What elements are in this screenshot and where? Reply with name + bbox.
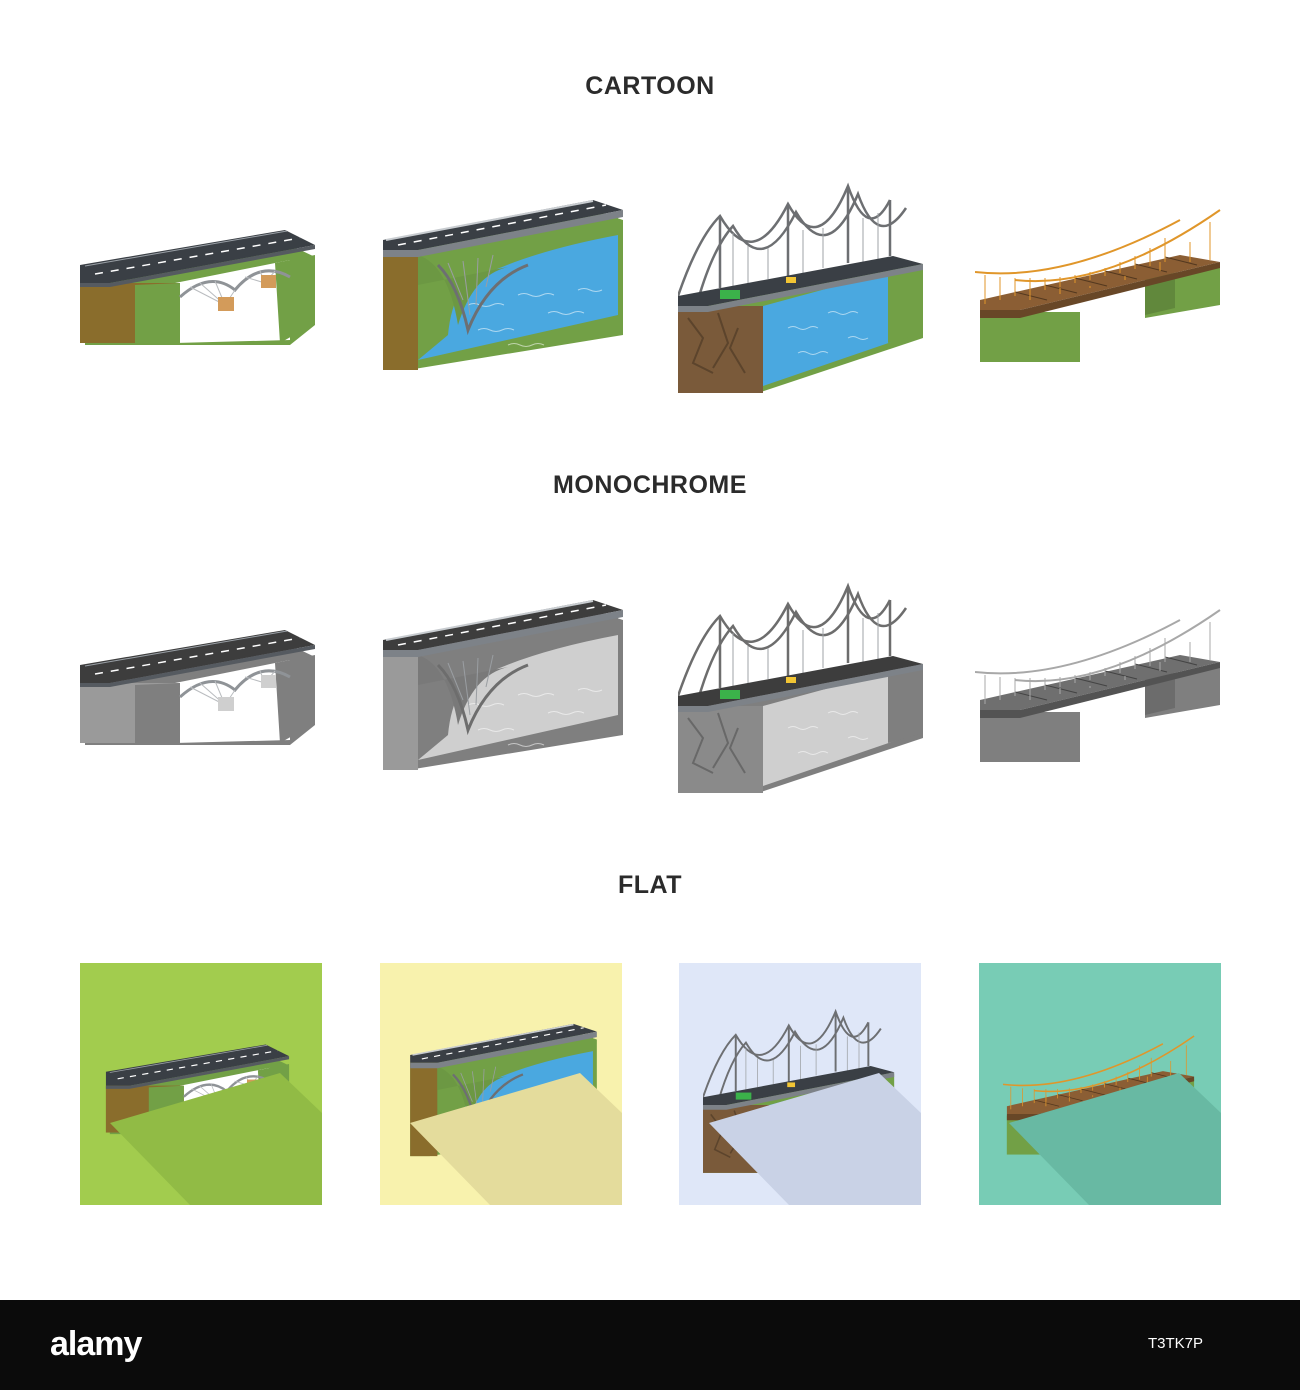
section-heading-cartoon: CARTOON (585, 72, 715, 100)
rope-drawing (975, 609, 1221, 762)
monochrome-rope-bridge-icon (975, 600, 1225, 770)
section-heading-flat: FLAT (617, 871, 682, 899)
flat-tile-suspension-bridge (679, 963, 921, 1205)
cartoon-suspension-bridge-icon (678, 178, 928, 398)
flat-tile-arch-bridge (80, 963, 322, 1205)
river-drawing (383, 600, 623, 770)
long-shadow (110, 1073, 322, 1205)
flat-tile-river-arch-bridge (380, 963, 622, 1205)
cartoon-arch-bridge-icon (75, 205, 320, 350)
long-shadow (410, 1073, 622, 1205)
long-shadow (1009, 1073, 1221, 1205)
monochrome-river-arch-bridge-icon (378, 595, 628, 775)
suspension-drawing (678, 582, 923, 793)
long-shadow (709, 1073, 921, 1205)
stock-image-id: T3TK7P (1148, 1335, 1204, 1352)
footer-bar: alamy T3TK7P (0, 1300, 1300, 1390)
monochrome-suspension-bridge-icon (678, 578, 928, 798)
river-drawing (383, 200, 623, 370)
section-heading-monochrome: MONOCHROME (553, 471, 747, 499)
cartoon-river-arch-bridge-icon (378, 195, 628, 375)
alamy-logo[interactable]: alamy (50, 1315, 155, 1375)
arch-drawing (80, 230, 315, 345)
svg-text:alamy: alamy (50, 1325, 142, 1363)
arch-drawing (80, 630, 315, 745)
monochrome-arch-bridge-icon (75, 605, 320, 750)
cartoon-rope-bridge-icon (975, 200, 1225, 370)
rope-drawing (975, 209, 1221, 362)
flat-tile-rope-bridge (979, 963, 1221, 1205)
suspension-drawing (678, 182, 923, 393)
